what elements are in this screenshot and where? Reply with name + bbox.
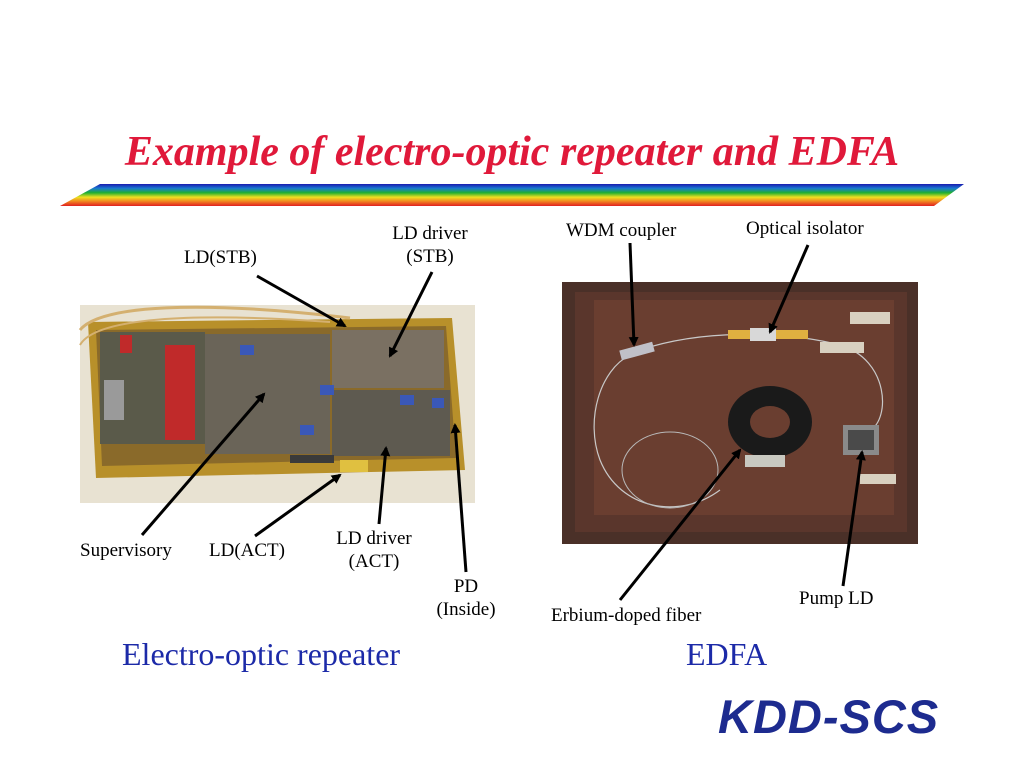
- label-ld-stb: LD(STB): [184, 247, 257, 268]
- label-ld-driver-act-line2: (ACT): [348, 551, 400, 572]
- label-pump-ld: Pump LD: [799, 588, 874, 609]
- slide-title: Example of electro-optic repeater and ED…: [124, 129, 900, 175]
- caption-electro-optic-repeater: Electro-optic repeater: [122, 636, 401, 672]
- arrow-ld-stb: [256, 274, 347, 328]
- arrow-wdm-coupler: [628, 242, 639, 347]
- label-ld-act: LD(ACT): [209, 540, 285, 561]
- label-ld-driver-act: LD driver (ACT): [328, 527, 420, 573]
- arrow-ld-act: [254, 473, 342, 538]
- label-pd-line1: PD: [453, 576, 479, 597]
- caption-edfa: EDFA: [686, 636, 768, 672]
- arrow-pd: [450, 423, 468, 573]
- label-ld-driver-stb: LD driver (STB): [384, 222, 476, 268]
- label-ld-driver-stb-line1: LD driver: [392, 223, 468, 244]
- label-ld-driver-stb-line2: (STB): [406, 246, 454, 267]
- label-pd-line2: (Inside): [436, 599, 496, 620]
- arrow-ld-driver-stb: [388, 271, 434, 358]
- label-ld-driver-act-line1: LD driver: [336, 528, 412, 549]
- label-wdm-coupler: WDM coupler: [566, 220, 677, 241]
- arrow-ld-driver-act: [377, 446, 391, 525]
- label-optical-isolator: Optical isolator: [746, 218, 864, 239]
- kdd-scs-logo: KDD-SCS: [718, 690, 940, 743]
- label-supervisory: Supervisory: [80, 540, 172, 561]
- arrow-pump-ld: [841, 450, 866, 587]
- label-erbium-fiber: Erbium-doped fiber: [551, 605, 702, 626]
- arrow-erbium-fiber: [618, 448, 742, 601]
- arrow-optical-isolator: [768, 244, 810, 334]
- arrow-supervisory: [140, 392, 266, 536]
- label-pd: PD (Inside): [426, 575, 506, 621]
